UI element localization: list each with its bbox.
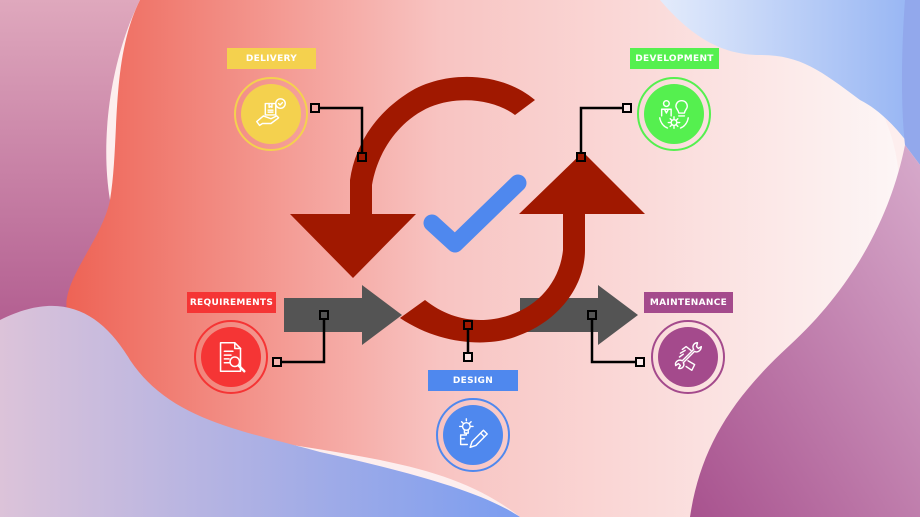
- delivery-hand-box-icon: [256, 98, 286, 127]
- stage-label-maintenance: MAINTENANCE: [644, 292, 733, 313]
- bg-blob-left-top: [0, 0, 140, 345]
- stage-badge-requirements: [194, 320, 268, 394]
- bg-blob-purple-right: [690, 145, 920, 517]
- flow-arrow-left: [284, 285, 402, 345]
- connector-maintenance: [590, 315, 640, 364]
- stage-badge-design: [436, 398, 510, 472]
- stage-label-delivery: DELIVERY: [227, 48, 316, 69]
- connector-requirements: [277, 315, 326, 364]
- stage-badge-maintenance: [651, 320, 725, 394]
- cycle-arrow-top: [290, 76, 535, 278]
- cycle-arrow-bottom: [400, 152, 645, 343]
- document-search-icon: [219, 341, 246, 373]
- stage-label-development: DEVELOPMENT: [630, 48, 719, 69]
- stage-badge-development: [637, 77, 711, 151]
- stage-label-requirements: REQUIREMENTS: [187, 292, 276, 313]
- connectors: [277, 106, 640, 364]
- connector-development: [579, 106, 627, 157]
- stage-label-design: DESIGN: [428, 370, 518, 391]
- bg-blob-blue-top: [660, 0, 920, 160]
- wrench-hand-icon: [674, 342, 703, 372]
- bg-blob-blue-bottom: [0, 305, 520, 517]
- idea-pencil-icon: [458, 418, 488, 449]
- team-idea-gear-icon: [659, 99, 689, 129]
- bg-blob-blue-right-edge: [901, 0, 920, 165]
- stage-badge-delivery: [234, 77, 308, 151]
- connector-delivery: [315, 106, 364, 157]
- connector-nodes: [272, 103, 645, 367]
- checkmark-icon: [423, 174, 527, 253]
